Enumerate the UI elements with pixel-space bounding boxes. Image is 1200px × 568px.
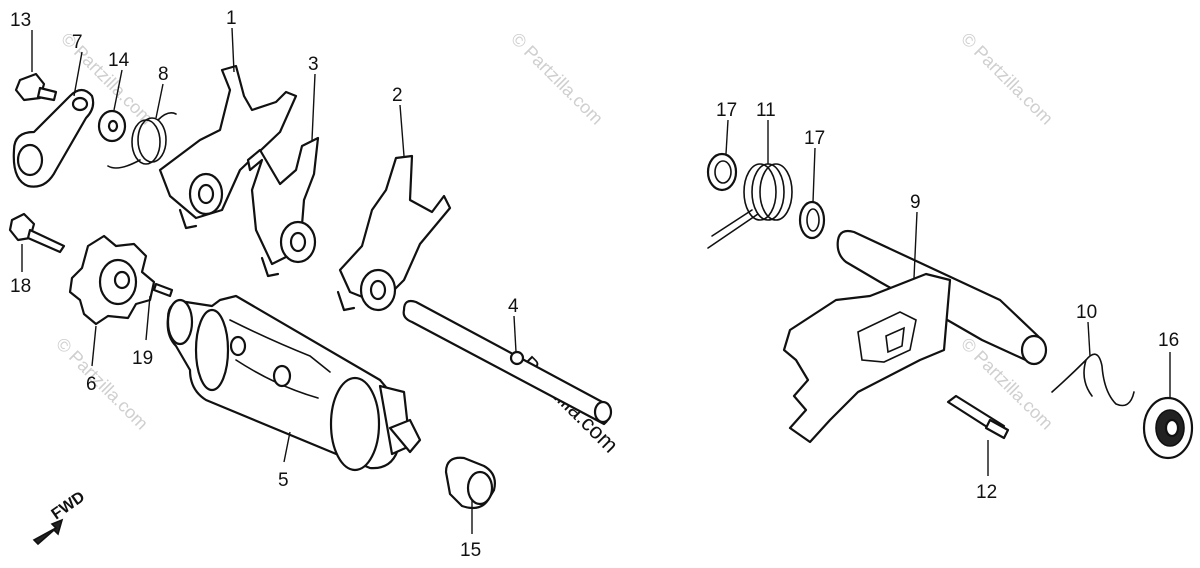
part-5-shift-drum [166,294,422,472]
part-13-bolt [14,72,58,102]
part-18-bolt [8,212,66,254]
callout-14: 14 [108,50,130,71]
part-11-spring [707,163,793,249]
part-2-shift-fork [336,154,452,312]
part-16-oil-seal [1142,396,1194,460]
part-14-washer [97,109,127,143]
part-19-pin [152,282,174,298]
callout-10: 10 [1076,302,1097,323]
part-10-spring [1051,353,1135,407]
leader-lines [21,27,1171,534]
callout-18: 18 [10,276,31,297]
callout-9: 9 [910,192,921,213]
part-15-bearing [444,456,496,510]
part-3-shift-fork [246,136,320,278]
callout-8: 8 [158,64,169,85]
part-7-stopper-arm [12,88,95,188]
callout-1: 1 [226,8,237,29]
part-9-shift-spindle [782,229,1048,444]
callout-17b: 17 [804,128,825,149]
callout-17a: 17 [716,100,737,121]
callout-13: 13 [10,10,31,31]
fwd-arrow-icon: FWD [32,488,89,546]
callout-16: 16 [1158,330,1179,351]
callout-7: 7 [72,32,83,53]
callout-15: 15 [460,540,481,561]
callout-4: 4 [508,296,519,317]
callout-12: 12 [976,482,997,503]
callout-numbers: 13 7 14 8 1 3 2 18 6 19 5 4 15 17 11 17 … [10,8,1179,561]
callout-2: 2 [392,85,403,106]
part-6-star-plate [68,234,156,326]
callout-6: 6 [86,374,97,395]
callout-11: 11 [756,100,776,121]
part-1-shift-fork [158,64,298,230]
callout-5: 5 [278,470,289,491]
watermark: © Partzilla.com [507,29,607,129]
part-17a-circlip [706,152,738,192]
watermark: © Partzilla.com [957,29,1057,129]
fwd-label: FWD [49,488,89,523]
part-17b-circlip [798,200,826,240]
part-4-shaft [402,299,613,426]
callout-19: 19 [132,348,153,369]
part-12-pin [946,394,1010,440]
part-8-spring [107,112,177,169]
callout-3: 3 [308,54,319,75]
